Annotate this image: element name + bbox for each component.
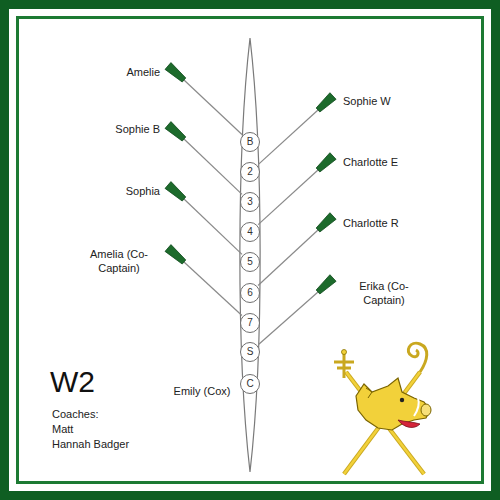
seat-circle: 2 — [240, 162, 260, 182]
rower-name: Charlotte R — [343, 216, 399, 230]
oar-shaft — [184, 139, 242, 194]
oar-shaft — [258, 110, 318, 165]
coach-text: Coaches: — [52, 407, 98, 421]
crozier-hook — [408, 343, 426, 372]
oar-shaft — [184, 80, 242, 134]
rower-name: Amelia (Co-Captain) — [78, 247, 160, 276]
cross — [334, 352, 354, 378]
rower-name: Charlotte E — [343, 155, 398, 169]
seat-circle: C — [240, 374, 260, 394]
seat-number: 7 — [247, 318, 253, 328]
seat-circle: 6 — [240, 283, 260, 303]
rower-name: Emily (Cox) — [170, 384, 234, 398]
rower-name: Sophia — [126, 184, 160, 198]
oar-blade — [316, 93, 336, 112]
seat-number: 2 — [247, 167, 253, 177]
oar-blade — [165, 182, 186, 201]
oar-shaft — [258, 170, 318, 225]
inner-border — [18, 18, 483, 483]
seat-circle: 5 — [240, 252, 260, 272]
oar-blade — [316, 275, 336, 294]
crew-title: W2 — [50, 367, 95, 397]
boar-snout — [421, 404, 431, 416]
seat-number: 4 — [247, 227, 253, 237]
seat-circle: S — [240, 342, 260, 362]
oar-blade — [316, 213, 336, 232]
seat-circle: B — [240, 132, 260, 152]
seat-number: B — [247, 137, 254, 147]
cross-knob — [342, 350, 347, 355]
rower-name: Sophie W — [343, 94, 391, 108]
oar-blade — [165, 245, 186, 264]
rower-name: Amelie — [126, 65, 160, 79]
seat-number: 6 — [247, 288, 253, 298]
seat-circle: 4 — [240, 222, 260, 242]
oar-shaft — [258, 230, 318, 286]
boar-eye — [400, 398, 404, 402]
crest — [334, 343, 431, 474]
oar-blade — [316, 153, 336, 172]
seat-number: S — [247, 347, 254, 357]
boat-hull — [240, 38, 260, 472]
coach-text: Hannah Badger — [52, 437, 129, 451]
seat-circle: 3 — [240, 192, 260, 212]
seat-number: C — [246, 379, 253, 389]
coach-text: Matt — [52, 422, 73, 436]
oar-shaft — [258, 292, 318, 345]
oar-shaft — [184, 262, 242, 316]
boar-ear — [366, 388, 372, 398]
seat-number: 3 — [247, 197, 253, 207]
boar-tusk — [414, 398, 419, 416]
rower-name: Erika (Co-Captain) — [343, 279, 425, 308]
seat-number: 5 — [247, 257, 253, 267]
oar-blade — [165, 63, 186, 82]
outer-border — [5, 5, 496, 496]
seat-circle: 7 — [240, 313, 260, 333]
oar-shaft — [184, 199, 242, 254]
boar-tongue — [398, 420, 420, 427]
oar-blade — [165, 122, 186, 141]
rower-name: Sophie B — [115, 122, 160, 136]
boar-head — [356, 378, 430, 430]
